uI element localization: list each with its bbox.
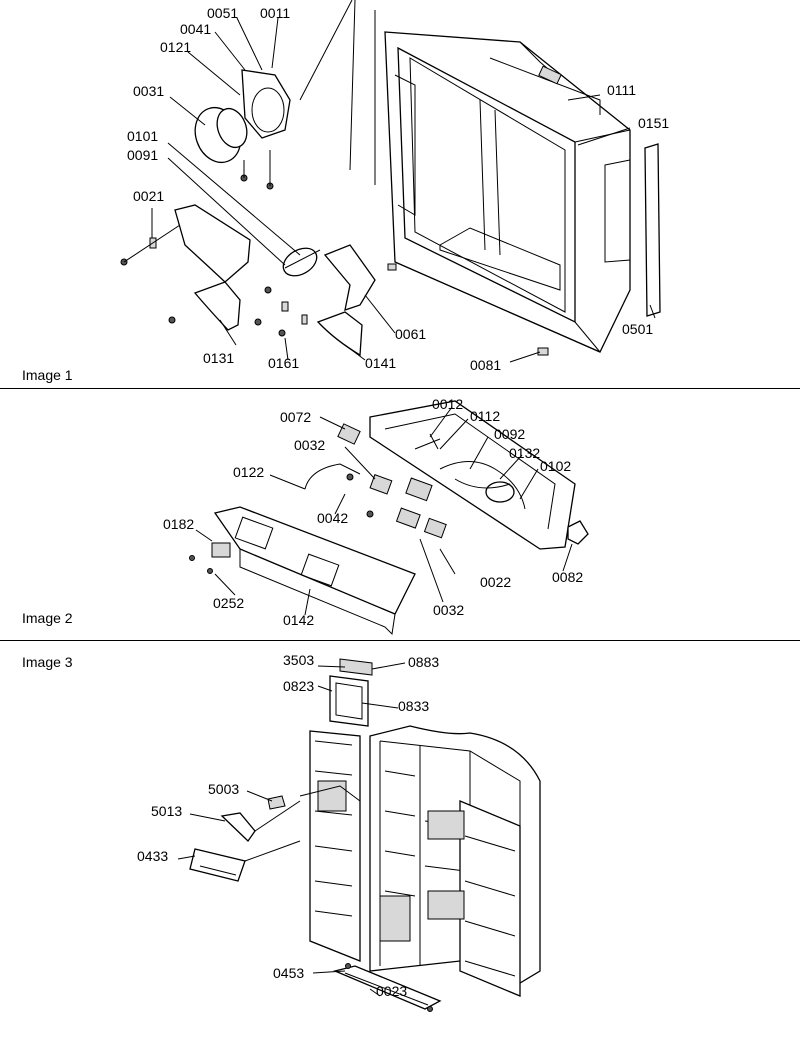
- callout-0121: 0121: [160, 39, 191, 55]
- auger-motor: [254, 247, 321, 337]
- callout-0021: 0021: [133, 188, 164, 204]
- callout-0042: 0042: [317, 510, 348, 526]
- callout-0061: 0061: [395, 326, 426, 342]
- fan-assembly: [194, 69, 291, 190]
- callout-5003: 5003: [208, 781, 239, 797]
- callout-0102: 0102: [540, 458, 571, 474]
- refrigerator-cabinet: [299, 725, 541, 997]
- callout-0131: 0131: [203, 350, 234, 366]
- image-1-caption: Image 1: [22, 367, 73, 383]
- callout-0453: 0453: [273, 965, 304, 981]
- callout-0161: 0161: [268, 355, 299, 371]
- callout-0051: 0051: [207, 5, 238, 21]
- exploded-view-1: 0051 0011 0041 0121 0031 0101 0091 0021 …: [22, 0, 669, 383]
- callout-0141: 0141: [365, 355, 396, 371]
- callout-0082: 0082: [552, 569, 583, 585]
- callout-0032-top: 0032: [294, 437, 325, 453]
- dispenser-bracket: [304, 400, 589, 550]
- callout-0833: 0833: [398, 698, 429, 714]
- callout-0501: 0501: [622, 321, 653, 337]
- callout-0132: 0132: [509, 445, 540, 461]
- callout-0072: 0072: [280, 409, 311, 425]
- exploded-view-3: 3503 0883 0823 0833 5003 5013 0433 0453 …: [22, 652, 541, 1012]
- callout-0081: 0081: [470, 357, 501, 373]
- loose-parts: [189, 795, 301, 882]
- callout-0151: 0151: [638, 115, 669, 131]
- image-1-panel: 0051 0011 0041 0121 0031 0101 0091 0021 …: [0, 0, 800, 388]
- image-3-caption: Image 3: [22, 654, 73, 670]
- left-chute-bracket: [120, 204, 251, 331]
- callout-leaders-1: [151, 17, 656, 363]
- callout-5013: 5013: [151, 803, 182, 819]
- callout-0112: 0112: [470, 408, 500, 424]
- callout-0023: 0023: [376, 983, 407, 999]
- callout-leaders-3: [177, 662, 406, 997]
- callout-0182: 0182: [163, 516, 194, 532]
- exploded-view-2: 0072 0012 0112 0092 0032 0132 0102 0122 …: [22, 396, 589, 636]
- leader-lines-top: [299, 0, 376, 185]
- callout-0031: 0031: [133, 83, 164, 99]
- panel-divider: [0, 388, 800, 389]
- toe-grille: [332, 963, 442, 1012]
- callout-0011: 0011: [260, 5, 290, 21]
- callout-0122: 0122: [233, 464, 264, 480]
- ice-bucket-housing: [384, 31, 631, 353]
- panel-divider: [0, 640, 800, 641]
- callout-0041: 0041: [180, 21, 211, 37]
- image-3-panel: 3503 0883 0823 0833 5003 5013 0433 0453 …: [0, 641, 800, 1045]
- callout-0012: 0012: [432, 396, 463, 412]
- callout-0433: 0433: [137, 848, 168, 864]
- callout-0092: 0092: [494, 426, 525, 442]
- callout-0101: 0101: [127, 128, 158, 144]
- callout-0032-bottom: 0032: [433, 602, 464, 618]
- callout-0252: 0252: [213, 595, 244, 611]
- callout-leaders-2: [195, 406, 573, 616]
- callout-0022: 0022: [480, 574, 511, 590]
- image-2-panel: 0072 0012 0112 0092 0032 0132 0102 0122 …: [0, 389, 800, 640]
- callout-0883: 0883: [408, 654, 439, 670]
- image-2-caption: Image 2: [22, 610, 73, 626]
- dispenser-plate: [189, 506, 416, 636]
- callout-0142: 0142: [283, 612, 314, 628]
- callout-0091: 0091: [127, 147, 158, 163]
- callout-3503: 3503: [283, 652, 314, 668]
- gasket-strip: [644, 143, 661, 317]
- callout-0111: 0111: [607, 82, 636, 98]
- callout-0823: 0823: [283, 678, 314, 694]
- dispenser-frame: [329, 658, 373, 727]
